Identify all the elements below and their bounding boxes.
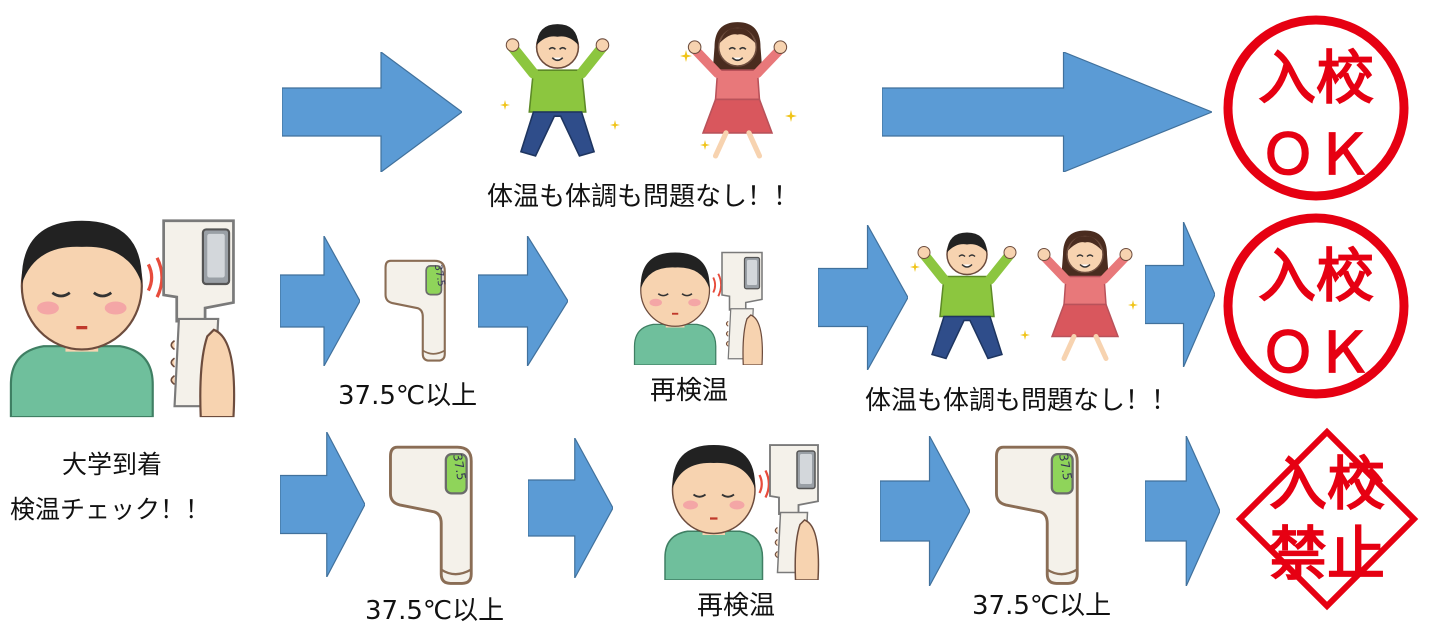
arrow-row3-a xyxy=(280,432,365,577)
stamp-line1: 入校 xyxy=(1269,450,1385,518)
arrow-row2-b xyxy=(478,236,568,366)
arrow-row3-c xyxy=(880,436,970,586)
recheck-illustration xyxy=(592,240,802,365)
sparkle-icon xyxy=(610,120,620,130)
thermometer-reading-illustration xyxy=(382,438,482,588)
sparkle-icon xyxy=(785,110,797,122)
row2-recheck-caption: 再検温 xyxy=(650,376,729,406)
arrow-row2-a xyxy=(280,236,360,366)
happy-girl-illustration xyxy=(1030,222,1140,367)
arrow-row1-b xyxy=(882,52,1212,172)
stamp-line1: 入校 xyxy=(1258,44,1374,112)
arrival-temperature-check-illustration xyxy=(0,188,240,428)
happy-boy-illustration xyxy=(912,222,1022,367)
arrow-row1-a xyxy=(282,52,462,172)
stamp-line1: 入校 xyxy=(1258,242,1374,310)
happy-boy-illustration xyxy=(500,14,615,164)
thermometer-reading-illustration xyxy=(988,438,1088,588)
sparkle-icon xyxy=(500,100,510,110)
stamp-line2: 禁止 xyxy=(1269,520,1385,588)
arrow-row2-d xyxy=(1145,222,1215,367)
stamp-line2: ＯＫ xyxy=(1260,123,1372,188)
row3-recheck-caption: 再検温 xyxy=(697,591,776,621)
sparkle-icon xyxy=(680,50,692,62)
happy-girl-illustration xyxy=(680,14,795,164)
stamp-line2: ＯＫ xyxy=(1260,321,1372,386)
entry-ok-stamp: 入校 ＯＫ xyxy=(1223,15,1409,201)
row1-caption: 体温も体調も問題なし！！ xyxy=(487,182,800,212)
arrow-row2-c xyxy=(818,225,908,370)
entry-ok-stamp: 入校 ＯＫ xyxy=(1223,213,1409,399)
row2-ok-caption: 体温も体調も問題なし！！ xyxy=(865,386,1178,416)
sparkle-icon xyxy=(1128,300,1138,310)
start-line2: 検温チェック！！ xyxy=(10,495,211,524)
entry-denied-stamp: 入校 禁止 xyxy=(1235,427,1419,611)
arrow-row3-b xyxy=(528,438,613,578)
sparkle-icon xyxy=(700,140,710,150)
recheck-illustration xyxy=(630,430,850,580)
row3-thermo2-caption: 37.5℃以上 xyxy=(972,591,1112,621)
sparkle-icon xyxy=(1020,330,1030,340)
row3-thermo-caption: 37.5℃以上 xyxy=(365,596,505,626)
arrow-row3-d xyxy=(1145,436,1220,586)
sparkle-icon xyxy=(910,262,920,272)
row2-thermo-caption: 37.5℃以上 xyxy=(338,381,478,411)
start-line1: 大学到着 xyxy=(62,450,163,479)
